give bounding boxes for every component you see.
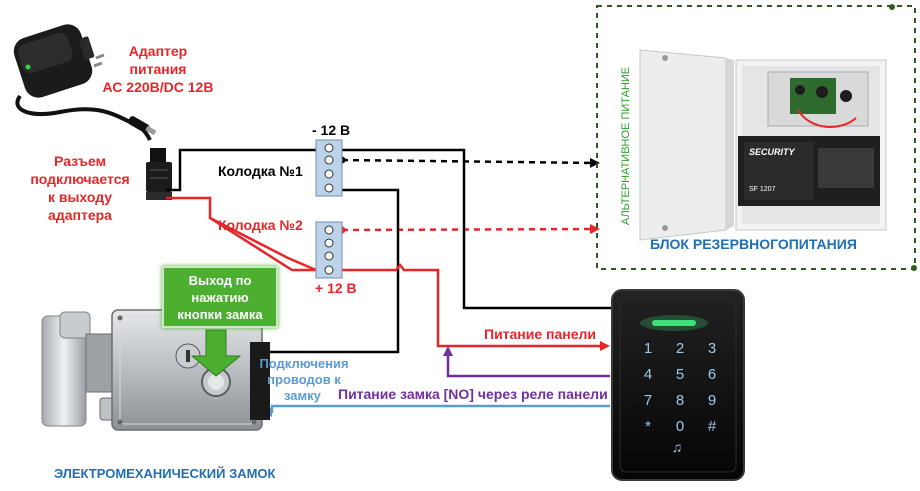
wire-panel-positive (342, 262, 610, 351)
keypad-key-0[interactable]: 0 (675, 418, 685, 435)
backup-power-frame (596, 5, 916, 270)
keypad-key-6[interactable]: 6 (707, 366, 717, 383)
connector-label-line3: к выходу (47, 189, 113, 205)
backup-alt-label: АЛЬТЕРНАТИВНОЕ ПИТАНИЕ (620, 66, 632, 226)
lock-wires-label: Подключения проводов к замку (254, 356, 354, 404)
block1-label: Колодка №1 (218, 163, 303, 179)
down-arrow-icon (190, 329, 242, 377)
connector-label-line4: адаптера (48, 207, 112, 223)
adapter-label-line2: питания (129, 61, 187, 77)
lock-wires-line1: Подключения (259, 356, 349, 371)
keypad-key-hash[interactable]: # (707, 418, 717, 435)
keypad-key-4[interactable]: 4 (643, 366, 653, 383)
battery-brand: SECURITY (749, 147, 795, 157)
button-note-line2: нажатию (191, 290, 249, 305)
keypad-key-5[interactable]: 5 (675, 366, 685, 383)
dc-connector-icon (146, 148, 172, 200)
terminal-block-2 (315, 221, 343, 279)
wire-positive-adapter (166, 196, 317, 272)
button-note-line3: кнопки замка (177, 307, 263, 322)
battery-model: SF 1207 (749, 186, 776, 193)
power-adapter-icon (13, 24, 157, 141)
keypad-key-2[interactable]: 2 (675, 340, 685, 357)
lock-wires-line3: замку (284, 388, 321, 403)
adapter-label-line3: АС 220В/DC 12В (102, 79, 214, 95)
keypad-key-star[interactable]: * (645, 418, 651, 435)
panel-power-label: Питание панели (484, 326, 597, 342)
wire-negative-adapter (166, 148, 316, 192)
keypad-key-7[interactable]: 7 (643, 392, 653, 409)
lock-title: ЭЛЕКТРОМЕХАНИЧЕСКИЙ ЗАМОК (54, 466, 276, 481)
wire-lock-negative (262, 188, 400, 354)
adapter-label: Адаптер питания АС 220В/DC 12В (96, 42, 220, 96)
wire-alt-negative (341, 157, 600, 168)
terminal-block-1 (315, 139, 343, 197)
wire-relay (443, 346, 610, 378)
adapter-label-line1: Адаптер (128, 43, 188, 59)
connector-label-line1: Разъем (54, 153, 106, 169)
connector-label: Разъем подключается к выходу адаптера (20, 152, 140, 224)
keypad-key-8[interactable]: 8 (675, 392, 685, 409)
block2-label: Колодка №2 (218, 217, 303, 233)
lock-icon (41, 309, 270, 431)
keypad-key-9[interactable]: 9 (707, 392, 717, 409)
connector-label-line2: подключается (30, 171, 130, 187)
keypad-key-1[interactable]: 1 (643, 340, 653, 357)
button-note-box: Выход по нажатию кнопки замка (162, 266, 278, 328)
bell-icon[interactable]: ♫ (671, 439, 683, 455)
lock-power-label: Питание замка [NO] через реле панели (338, 386, 608, 402)
backup-title: БЛОК РЕЗЕРВНОГОПИТАНИЯ (650, 236, 857, 252)
wire-lock-power (262, 404, 610, 417)
access-panel-icon (611, 289, 745, 481)
wire-panel-negative (342, 148, 622, 313)
block2-polarity: + 12 В (315, 280, 357, 296)
keypad: 1 2 3 4 5 6 7 8 9 * 0 # (632, 336, 728, 440)
button-note-line1: Выход по (188, 273, 252, 288)
backup-power-unit-icon (639, 49, 887, 241)
block1-polarity: - 12 В (312, 122, 351, 138)
lock-wires-line2: проводов к (267, 372, 341, 387)
wire-alt-positive (341, 224, 600, 235)
keypad-key-3[interactable]: 3 (707, 340, 717, 357)
